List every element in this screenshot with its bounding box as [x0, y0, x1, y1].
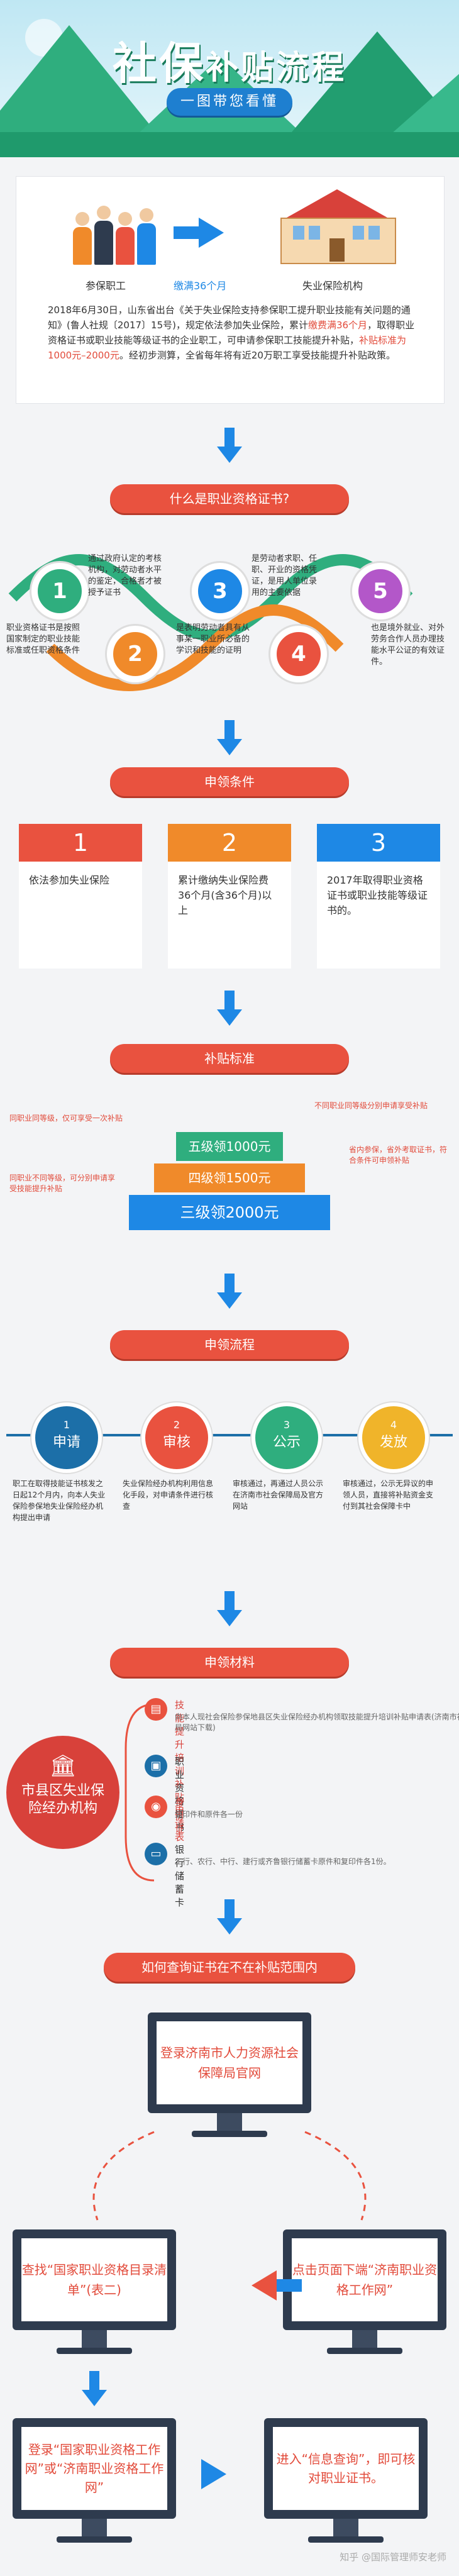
down-arrow-icon [217, 428, 242, 465]
note-left-1: 同职业同等级，仅可享受一次补贴 [9, 1114, 123, 1123]
down-arrow-icon [217, 1591, 242, 1629]
ground-decoration [0, 132, 459, 157]
title-big: 社保 [112, 38, 206, 89]
condition-card-2: 2 累计缴纳失业保险费36个月(含36个月)以上 [168, 824, 291, 969]
building-icon [274, 189, 400, 265]
monitor-text: 登录济南市人力资源社会保障局官网 [148, 2012, 311, 2113]
intro-card: 参保职工 缴满36个月 失业保险机构 2018年6月30日，山东省出台《关于失业… [16, 176, 445, 404]
process-text-4: 审核通过，公示无异议的申领人员，直接将补贴资金支付到其社会保障卡中 [343, 1479, 434, 1511]
down-arrow-icon [217, 1274, 242, 1311]
bracket-decoration [124, 1703, 155, 1882]
material-desc: 工行、农行、中行、建行或齐鲁银行储蓄卡原件和复印件各1份。 [175, 1857, 391, 1866]
down-arrow-icon [217, 1899, 242, 1937]
certificate-icon: ▣ [145, 1755, 167, 1777]
dashed-flow-arrows [92, 2131, 367, 2221]
note-left-2: 同职业不同等级，可分别申请享受技能提升补贴 [9, 1174, 116, 1193]
monitor-step-3: 查找“国家职业资格目录清单”(表二) [13, 2229, 176, 2355]
cert-num-4: 4 [270, 626, 327, 682]
monitor-text: 进入“信息查询”，即可核对职业证书。 [264, 2418, 428, 2519]
down-arrow-icon [217, 720, 242, 758]
condition-text: 2017年取得职业资格证书或职业技能等级证书的。 [327, 874, 428, 916]
process-text-1: 职工在取得技能证书核发之日起12个月内，向本人失业保险参保地失业保险经办机构提出… [13, 1479, 106, 1522]
cert-num-1: 1 [31, 563, 88, 619]
pyramid-level-4: 四级领1500元 [154, 1163, 305, 1192]
section-materials: 申领材料 [110, 1648, 349, 1677]
section-what-is-cert: 什么是职业资格证书? [110, 484, 349, 513]
condition-num: 1 [19, 824, 142, 862]
condition-text: 累计缴纳失业保险费36个月(含36个月)以上 [178, 874, 272, 916]
cert-num-2: 2 [107, 626, 163, 682]
arrow-left-icon [252, 2270, 277, 2301]
section-process: 申领流程 [110, 1330, 349, 1359]
workers-icon [73, 196, 161, 265]
monitor-step-4: 登录“国家职业资格工作网”或“济南职业资格工作网” [13, 2418, 176, 2544]
monitor-step-2: 点击页面下端“济南职业资格工作网” [283, 2229, 446, 2355]
section-standard: 补贴标准 [110, 1044, 349, 1073]
form-icon: ▤ [145, 1698, 167, 1721]
monitor-step-5: 进入“信息查询”，即可核对职业证书。 [264, 2418, 428, 2544]
condition-num: 3 [317, 824, 440, 862]
down-arrow-icon [82, 2371, 107, 2409]
cert-text-5: 也是境外就业、对外劳务合作人员办理技能水平公证的有效证件。 [371, 623, 445, 667]
label-months: 缴满36个月 [174, 280, 227, 292]
condition-num: 2 [168, 824, 291, 862]
monitor-text: 查找“国家职业资格目录清单”(表二) [13, 2229, 176, 2330]
condition-card-3: 3 2017年取得职业资格证书或职业技能等级证书的。 [317, 824, 440, 969]
pyramid-level-5: 五级领1000元 [176, 1132, 283, 1161]
cert-num-5: 5 [352, 563, 409, 619]
subtitle-badge: 一图带您看懂 [167, 88, 292, 116]
label-worker: 参保职工 [86, 280, 126, 292]
process-text-3: 审核通过，再通过人员公示在济南市社会保障局及官方网站 [233, 1479, 324, 1511]
header-banner: 社保补贴流程 一图带您看懂 [0, 0, 459, 157]
id-card-icon: ◉ [145, 1796, 167, 1818]
cert-text-2: 职业资格证书是按照国家制定的职业技能标准或任职资格条件 [6, 623, 80, 655]
agency-label: 市县区失业保险经办机构 [21, 1783, 104, 1816]
note-right-2: 省内参保，省外考取证书，符合条件可申领补贴 [349, 1145, 448, 1165]
cert-text-3: 是劳动者求职、任职、开业的资格凭证，是用人单位录用的主要依据 [252, 554, 318, 597]
agency-badge: 🏛 市县区失业保险经办机构 [6, 1736, 119, 1849]
monitor-step-1: 登录济南市人力资源社会保障局官网 [148, 2012, 311, 2138]
condition-text: 依法参加失业保险 [29, 874, 110, 886]
intro-paragraph: 2018年6月30日，山东省出台《关于失业保险支持参保职工提升职业技能有关问题的… [48, 304, 415, 361]
monitor-text: 点击页面下端“济南职业资格工作网” [283, 2229, 446, 2330]
section-conditions: 申领条件 [110, 767, 349, 796]
material-desc: 向本人现社会保险参保地县区失业保险经办机构领取技能提升培训补贴申请表(济南市社保… [175, 1713, 459, 1732]
pyramid-level-3: 三级领2000元 [129, 1195, 330, 1230]
note-right-1: 不同职业同等级分别申请享受补贴 [314, 1101, 428, 1110]
arrow-right-icon [174, 218, 224, 248]
bank-building-icon: 🏛 [49, 1753, 77, 1779]
material-title: 银行储蓄卡 [175, 1844, 185, 1908]
down-arrow-icon [217, 991, 242, 1028]
page-title: 社保补贴流程 [0, 28, 459, 92]
arrow-right-icon [201, 2459, 226, 2489]
condition-card-1: 1 依法参加失业保险 [19, 824, 142, 969]
bank-card-icon: ▭ [145, 1843, 167, 1865]
watermark: 知乎 @国际管理师安老师 [340, 2551, 446, 2563]
section-query: 如何查询证书在不在补贴范围内 [104, 1953, 355, 1982]
cert-text-1: 通过政府认定的考核机构，对劳动者水平的鉴定，合格者才被授予证书 [88, 554, 162, 597]
wave-decoration [8, 554, 413, 691]
cert-text-4: 是表明劳动者具有从事某一职业所必备的学识和技能的证明 [176, 623, 250, 655]
monitor-text: 登录“国家职业资格工作网”或“济南职业资格工作网” [13, 2418, 176, 2519]
material-title: 技能提升培训补贴申请表 [175, 1699, 185, 1843]
material-title: 职业资格证书 [175, 1756, 185, 1833]
material-title: 身份证 [175, 1797, 185, 1835]
title-rest: 补贴流程 [205, 49, 346, 87]
process-text-2: 失业保险经办机构利用信息化手段，对申请条件进行核查 [123, 1479, 214, 1511]
process-line [6, 1434, 453, 1436]
cert-num-3: 3 [192, 563, 248, 619]
cert-wave: 1 2 3 4 5 通过政府认定的考核机构，对劳动者水平的鉴定，合格者才被授予证… [0, 541, 459, 704]
material-desc: 复印件和原件各一份 [175, 1810, 243, 1819]
label-agency: 失业保险机构 [302, 280, 363, 292]
